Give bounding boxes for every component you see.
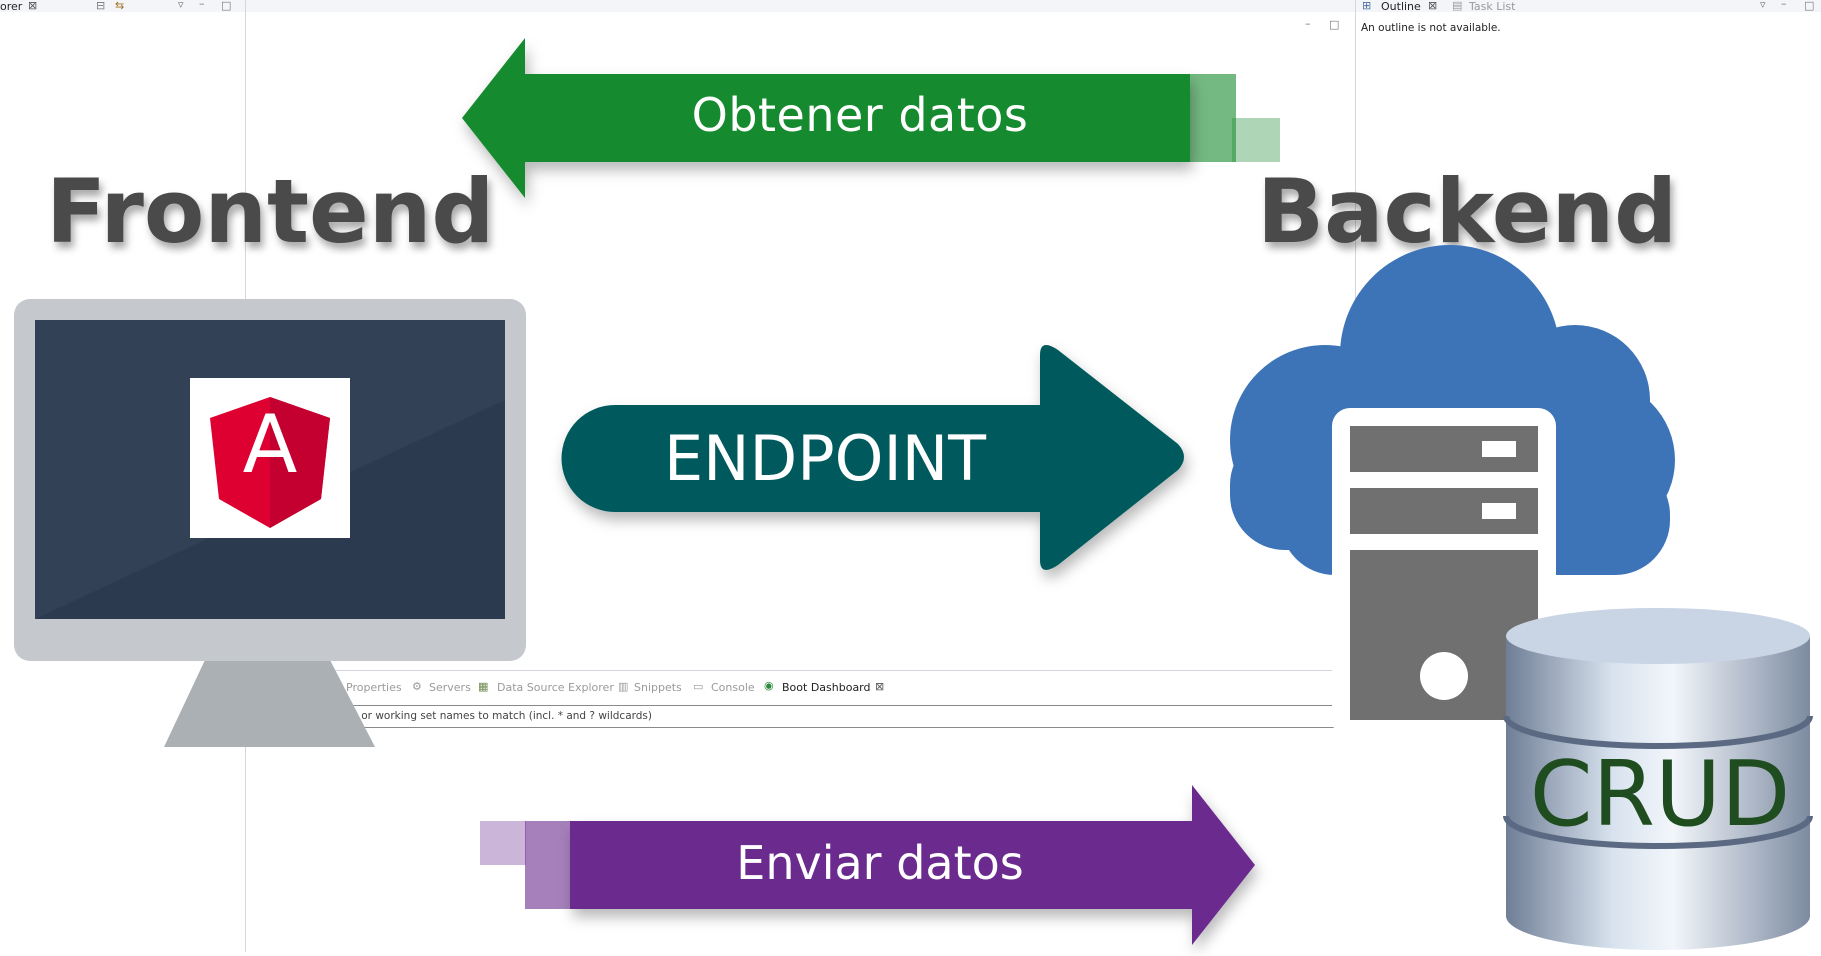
angular-letter: A (242, 398, 298, 491)
outline-minimize-icon[interactable]: – (1781, 0, 1787, 10)
explorer-close-icon[interactable]: ⊠ (28, 0, 38, 12)
send-arrow-fade-2 (525, 821, 571, 909)
bottom-panel-border (245, 670, 1355, 671)
tab-snippets[interactable]: Snippets (634, 681, 682, 694)
monitor-stand (164, 660, 375, 747)
view-menu-icon[interactable]: ▿ (178, 0, 184, 11)
backend-cloud-server (1230, 245, 1675, 738)
get-arrow-label: Obtener datos (691, 88, 1029, 142)
ide-top-strip (0, 0, 1821, 12)
outline-icon: ⊞ (1362, 0, 1372, 12)
monitor-illustration (14, 299, 526, 747)
data-source-icon: ▦ (478, 680, 489, 693)
maximize-icon[interactable]: □ (221, 0, 232, 12)
minimize-icon[interactable]: – (199, 0, 205, 10)
tab-console[interactable]: Console (711, 681, 755, 694)
tab-outline[interactable]: Outline (1381, 0, 1421, 13)
outline-maximize-icon[interactable]: □ (1804, 0, 1815, 12)
collapse-all-icon[interactable]: ⊟ (96, 0, 106, 12)
boot-dashboard-close-icon[interactable]: ⊠ (875, 680, 885, 693)
frontend-title: Frontend (46, 160, 495, 263)
editor-minimize-icon[interactable]: – (1305, 17, 1311, 30)
filter-hint: ts, or working set names to match (incl.… (345, 710, 653, 722)
server-power-button (1420, 652, 1468, 700)
snippets-icon: ▥ (618, 680, 629, 693)
backend-title: Backend (1257, 160, 1678, 263)
servers-icon: ⚙ (412, 680, 422, 693)
tab-boot-dashboard[interactable]: Boot Dashboard (782, 681, 871, 694)
tab-properties[interactable]: Properties (346, 681, 402, 694)
task-list-icon: ▤ (1452, 0, 1463, 12)
endpoint-arrow-shape (561, 345, 1184, 570)
outline-menu-icon[interactable]: ▿ (1760, 0, 1766, 11)
tab-data-source-explorer[interactable]: Data Source Explorer (497, 681, 614, 694)
database-illustration (1503, 608, 1813, 950)
editor-maximize-icon[interactable]: □ (1329, 18, 1340, 31)
boot-dashboard-icon: ◉ (764, 679, 774, 692)
get-arrow-fade-2 (1190, 74, 1236, 162)
send-arrow-label: Enviar datos (736, 836, 1024, 890)
get-arrow-shape (462, 38, 1190, 198)
explorer-tab[interactable]: orer (0, 0, 23, 13)
link-editor-icon[interactable]: ⇆ (115, 0, 125, 12)
outline-message: An outline is not available. (1361, 22, 1501, 34)
console-icon: ▭ (693, 680, 704, 693)
server-unit-2-light (1482, 503, 1516, 519)
get-arrow-fade-1 (1232, 118, 1280, 162)
database-body (1506, 636, 1810, 950)
tab-task-list[interactable]: Task List (1469, 0, 1516, 13)
database-ring-1 (1503, 715, 1813, 749)
database-top (1506, 608, 1810, 664)
angular-shield-shade (270, 397, 330, 528)
outline-close-icon[interactable]: ⊠ (1428, 0, 1438, 12)
tab-servers[interactable]: Servers (429, 681, 471, 694)
send-arrow-fade-1 (480, 821, 526, 865)
send-arrow-shape (570, 785, 1255, 945)
filter-input[interactable] (246, 705, 1354, 728)
server-unit-1-light (1482, 441, 1516, 457)
endpoint-label: ENDPOINT (663, 422, 987, 495)
database-ring-2 (1503, 815, 1813, 849)
database-label: CRUD (1529, 742, 1791, 847)
